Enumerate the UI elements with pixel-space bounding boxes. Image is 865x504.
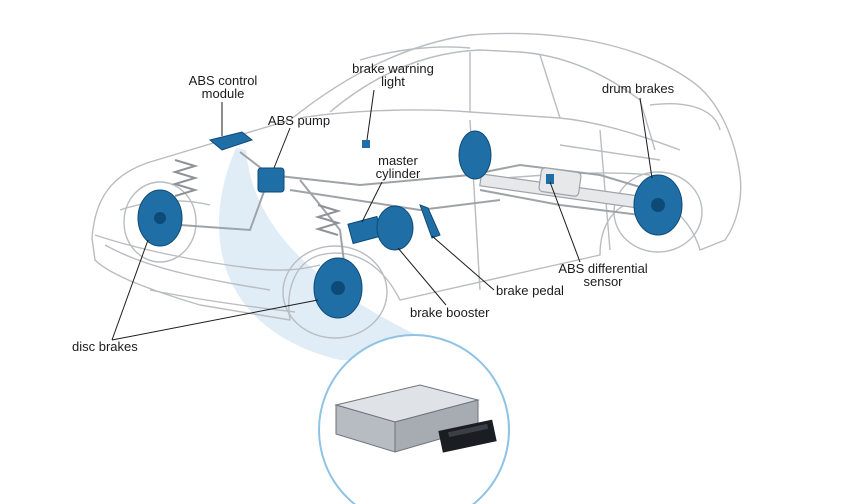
abs-differential-sensor-part [546, 174, 554, 184]
abs-control-module-part [208, 131, 254, 151]
label-drum-brakes: drum brakes [601, 81, 675, 96]
components [137, 130, 683, 319]
ecu-unit [334, 384, 497, 453]
label-abs-control-module-line1: ABS control [188, 73, 258, 88]
ecu-magnifier [318, 334, 510, 504]
suspension-springs [171, 159, 342, 236]
label-abs-differential-sensor-line1: ABS differential [558, 261, 648, 276]
rear-left-drum-part [458, 130, 492, 180]
abs-pump-part [257, 167, 285, 193]
label-abs-control-module-line2: module [201, 86, 245, 101]
label-master-cylinder-line1: master [378, 153, 418, 168]
label-abs-control-module: ABS control module [178, 74, 268, 100]
label-brake-warning-light-line2: light [381, 74, 405, 89]
brake-warning-light-part [362, 140, 370, 148]
brake-booster-part [376, 205, 414, 251]
brake-pedal-part [419, 204, 441, 239]
label-brake-booster: brake booster [410, 305, 490, 320]
label-abs-pump: ABS pump [267, 113, 331, 128]
label-brake-warning-light-line1: brake warning [352, 61, 434, 76]
leader-lines [111, 89, 653, 341]
label-brake-pedal: brake pedal [496, 283, 564, 298]
label-abs-differential-sensor: ABS differential sensor [548, 262, 658, 288]
label-abs-differential-sensor-line2: sensor [583, 274, 623, 289]
label-master-cylinder-line2: cylinder [375, 166, 421, 181]
label-brake-warning-light: brake warning light [338, 62, 448, 88]
label-master-cylinder: master cylinder [366, 154, 430, 180]
label-disc-brakes: disc brakes [72, 339, 138, 354]
